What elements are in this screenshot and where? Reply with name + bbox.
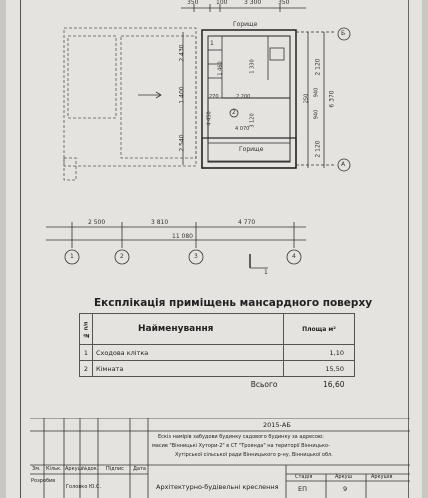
stage-value: ЕП <box>298 485 307 493</box>
stamp-description-3: Хутірської сільської ради Вінницького р-… <box>175 452 333 458</box>
drawing-sheet: 350 100 3 300 350 Горище Горище 1 2 2 43… <box>6 0 422 498</box>
header-area: Площа м² <box>283 313 355 345</box>
explication-title: Експлікація приміщень мансардного поверх… <box>94 297 373 309</box>
room-label-attic-top: Горище <box>233 21 258 28</box>
top-dim-1: 350 <box>187 0 199 6</box>
row-number: 1 <box>79 344 93 361</box>
row-area: 15,50 <box>283 360 355 377</box>
right-dim-3: 2 120 <box>314 140 322 158</box>
sheet-label: Аркуш <box>335 474 353 480</box>
top-dim-3: 3 300 <box>244 0 262 6</box>
attic-floor-plan <box>46 4 351 269</box>
right-inner-1: 250 <box>303 93 310 104</box>
inner-dim-7: 4 070 <box>235 126 250 132</box>
sheet-value: 9 <box>343 485 348 493</box>
row-name: Сходова клітка <box>92 344 284 361</box>
bottom-dim-2: 3 810 <box>151 219 169 226</box>
right-inner-3: 940 <box>313 87 320 98</box>
bottom-dim-total: 11 080 <box>172 233 193 240</box>
axis-label-b: Б <box>341 30 346 37</box>
left-dim-3: 2 540 <box>178 134 186 152</box>
header-name: Найменування <box>92 313 284 345</box>
top-dim-4: 350 <box>278 0 290 6</box>
table-total-row: Всього 16,60 <box>80 377 355 393</box>
right-dim-total: 6 370 <box>328 90 336 108</box>
room-number-2: 2 <box>232 109 236 116</box>
col-header-signature: Підпис <box>106 466 124 472</box>
stage-label: Стадія <box>295 474 313 480</box>
left-dim-1: 2 430 <box>178 44 186 62</box>
axis-label-4: 4 <box>292 253 296 260</box>
designer-name: Головко Ю.С. <box>66 484 102 490</box>
total-value: 16,60 <box>323 380 345 389</box>
right-dim-1: 2 120 <box>314 58 322 76</box>
room-explication-table: № п/п Найменування Площа м² 1 Сходова кл… <box>79 313 355 392</box>
table-header-row: № п/п Найменування Площа м² <box>79 313 355 345</box>
section-mark-label: 1 <box>264 269 268 276</box>
stamp-code: 2015-АБ <box>263 421 291 429</box>
bottom-dim-1: 2 500 <box>88 219 106 226</box>
axis-label-1: 1 <box>70 253 74 260</box>
frame-border-left <box>20 0 21 498</box>
room-number-1: 1 <box>210 40 214 47</box>
row-name: Кімната <box>92 360 284 377</box>
stamp-description-2: масив "Вінницькі Хутори-2" в СТ "Троянда… <box>152 443 330 449</box>
sheets-label: Аркушів <box>371 474 393 480</box>
col-header-change: Зм. <box>32 466 41 472</box>
row-area: 1,10 <box>283 344 355 361</box>
right-inner-2: 940 <box>313 109 320 120</box>
row-number: 2 <box>79 360 93 377</box>
title-block: 2015-АБ Ескіз намірів забудови будинку с… <box>30 418 410 498</box>
axis-label-a: A <box>341 161 346 168</box>
col-header-date: Дата <box>133 466 146 472</box>
frame-border-right <box>408 0 409 498</box>
axis-label-3: 3 <box>194 253 198 260</box>
stamp-description-1: Ескіз намірів забудови будинку садового … <box>158 434 324 440</box>
room-label-attic-bottom: Горище <box>239 146 264 153</box>
inner-dim-1: 1 460 <box>217 61 224 76</box>
drawing-section: Архітектурно-будівельні креслення <box>156 483 279 491</box>
inner-dim-6: 270 <box>209 94 219 100</box>
inner-dim-3: 4 450 <box>206 111 213 126</box>
designer-label: Розробив <box>31 478 56 484</box>
total-label: Всього <box>250 380 278 389</box>
table-row: 2 Кімната 15,50 <box>79 360 355 377</box>
table-row: 1 Сходова клітка 1,10 <box>79 344 355 361</box>
col-header-qty: Кільк. <box>46 466 62 472</box>
title-block-grid <box>30 418 410 498</box>
header-number: № п/п <box>79 313 93 345</box>
inner-dim-5: 2 200 <box>236 94 251 100</box>
col-header-doc: №док. <box>82 466 99 472</box>
inner-dim-2: 1 330 <box>249 59 256 74</box>
top-dim-2: 100 <box>216 0 228 6</box>
inner-dim-4: 3 120 <box>249 113 256 128</box>
bottom-dim-3: 4 770 <box>238 219 256 226</box>
col-header-sheet: Аркуш <box>65 466 83 472</box>
left-dim-2: 1 400 <box>178 86 186 104</box>
axis-label-2: 2 <box>120 253 124 260</box>
